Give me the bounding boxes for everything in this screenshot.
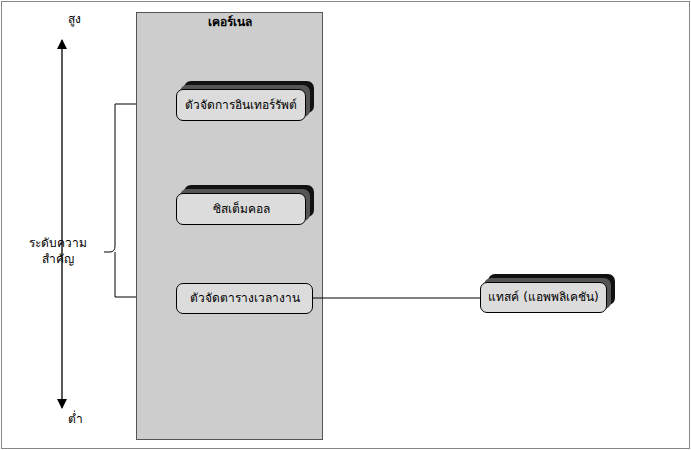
box-label: ตัวจัดตารางเวลางาน: [190, 291, 300, 306]
axis-label: ระดับความ สำคัญ: [18, 236, 98, 267]
process-box: ตัวจัดการอินเทอร์รัพต์: [176, 89, 306, 121]
process-box: แทสค์ (แอพพลิเคชัน): [480, 282, 607, 313]
kernel-region: เคอร์เนลตัวจัดการอินเทอร์รัพต์ซิสเต็มคอล…: [136, 12, 323, 440]
box-label: ซิสเต็มคอล: [213, 202, 270, 217]
process-box: ซิสเต็มคอล: [176, 193, 306, 225]
priority-arrow: [61, 40, 62, 408]
connector-line: [313, 298, 480, 299]
box-label: ตัวจัดการอินเทอร์รัพต์: [185, 98, 297, 113]
box-label: แทสค์ (แอพพลิเคชัน): [488, 290, 598, 305]
level-label: ต่ำ: [68, 412, 108, 428]
region-title: เคอร์เนล: [137, 15, 322, 30]
process-box: ตัวจัดตารางเวลางาน: [176, 283, 313, 314]
level-label: สูง: [68, 12, 108, 28]
